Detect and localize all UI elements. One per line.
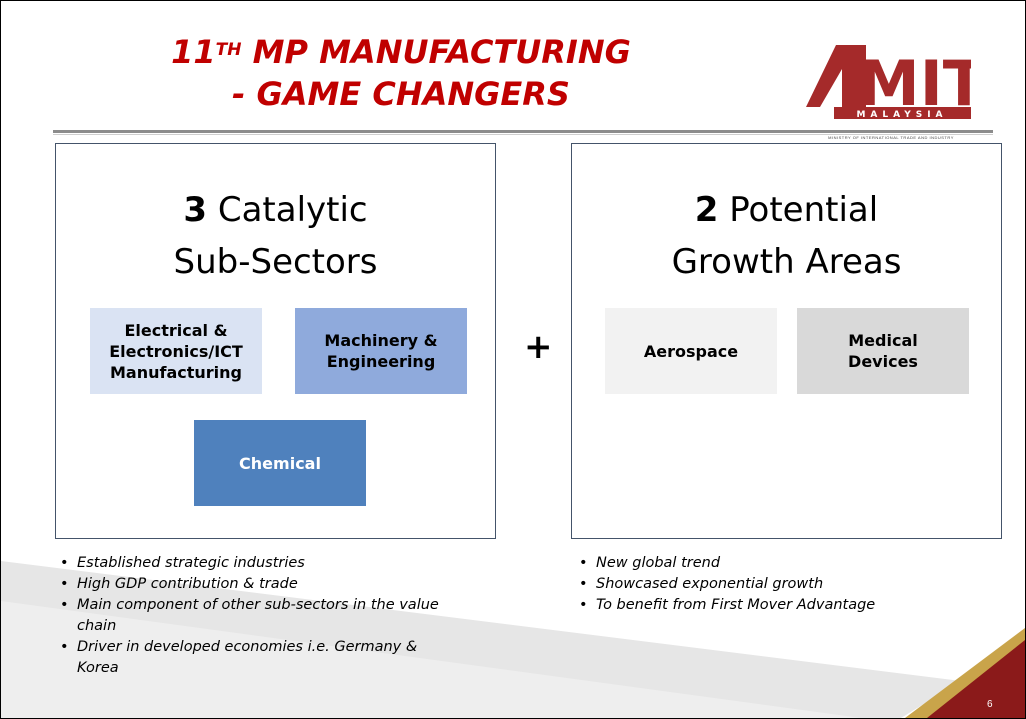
page-number: 6 [987, 699, 993, 710]
slide-title: 11TH MP MANUFACTURING - GAME CHANGERS [121, 31, 681, 115]
title-line-2: - GAME CHANGERS [232, 75, 570, 113]
potential-growth-areas-panel: 2 Potential Growth Areas Aerospace Medic… [571, 143, 1002, 539]
list-item: New global trend [576, 553, 996, 574]
logo-subtitle: MINISTRY OF INTERNATIONAL TRADE AND INDU… [828, 135, 954, 140]
list-item: Established strategic industries [57, 553, 497, 574]
growth-box-medical-devices: Medical Devices [797, 308, 969, 394]
miti-logo: MITI MALAYSIA [806, 45, 971, 120]
growth-box-aerospace: Aerospace [605, 308, 777, 394]
panel-heading-line-1: 3 Catalytic [183, 190, 368, 230]
growth-bullet-list: New global trend Showcased exponential g… [576, 553, 996, 616]
title-divider [53, 130, 993, 133]
title-line-1: 11TH MP MANUFACTURING [171, 33, 631, 71]
list-item: Main component of other sub-sectors in t… [57, 595, 477, 637]
catalytic-sub-sectors-panel: 3 Catalytic Sub-Sectors Electrical & Ele… [55, 143, 496, 539]
title-divider-light [53, 134, 993, 135]
list-item: To benefit from First Mover Advantage [576, 595, 996, 616]
sector-box-machinery-engineering: Machinery & Engineering [295, 308, 467, 394]
panel-heading-line-1: 2 Potential [694, 190, 879, 230]
panel-heading-line-2: Sub-Sectors [173, 242, 378, 282]
sector-box-chemical: Chemical [194, 420, 366, 506]
catalytic-bullet-list: Established strategic industries High GD… [57, 553, 497, 679]
plus-sign: + [524, 327, 553, 367]
list-item: High GDP contribution & trade [57, 574, 497, 595]
sector-box-electrical-electronics: Electrical & Electronics/ICT Manufacturi… [90, 308, 262, 394]
svg-text:MALAYSIA: MALAYSIA [856, 110, 947, 120]
list-item: Showcased exponential growth [576, 574, 996, 595]
corner-decoration [905, 628, 1025, 718]
panel-heading-line-2: Growth Areas [671, 242, 902, 282]
list-item: Driver in developed economies i.e. Germa… [57, 637, 437, 679]
